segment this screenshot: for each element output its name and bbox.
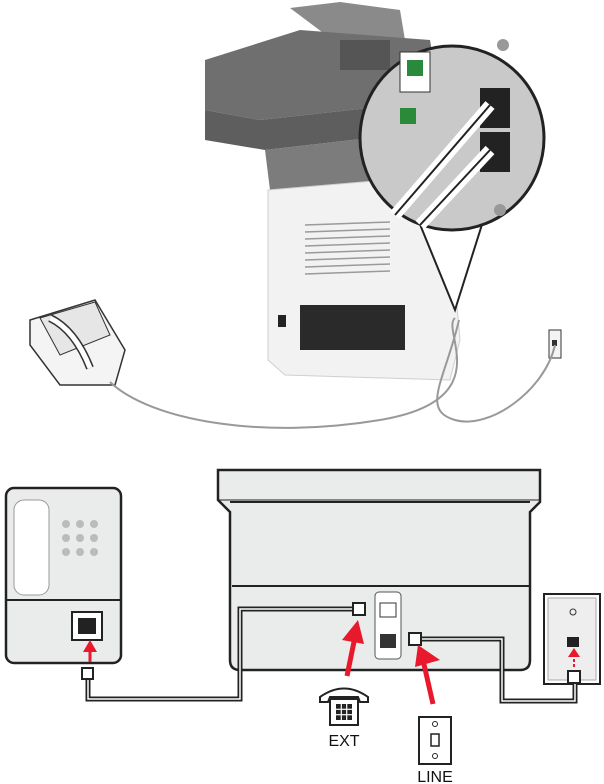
- extension-phone-icon: [319, 687, 369, 726]
- telephone-schematic: [4, 486, 123, 665]
- printer-schematic: [216, 468, 542, 672]
- cable-phone-to-ext: [85, 606, 354, 702]
- rj11-plugs: [81, 602, 581, 684]
- insert-arrows: [83, 620, 580, 705]
- wall-plate-schematic: [543, 593, 601, 685]
- line-label: LINE: [417, 769, 453, 784]
- telephone-illustration: [29, 299, 126, 386]
- ext-label: EXT: [328, 733, 359, 750]
- wall-jack-line-icon: [418, 716, 452, 765]
- port-closeup-callout: [358, 39, 546, 313]
- printer-illustration: [205, 2, 461, 381]
- wall-jack-illustration: [548, 329, 562, 359]
- cable-line-to-wall: [421, 636, 578, 704]
- phone-cables-top: [109, 317, 556, 429]
